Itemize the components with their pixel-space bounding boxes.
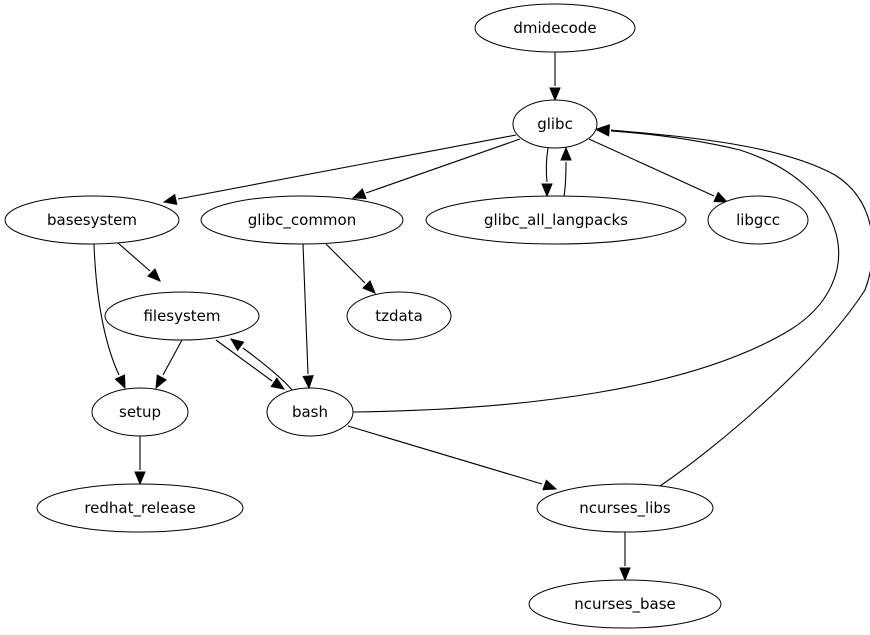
arrowhead-icon	[351, 188, 367, 199]
node-label: redhat_release	[84, 499, 195, 518]
node-label: glibc_common	[248, 211, 356, 230]
node-ncurses-libs[interactable]: ncurses_libs	[536, 483, 714, 533]
node-label: bash	[292, 403, 328, 421]
arrowhead-icon	[542, 479, 558, 491]
node-label: tzdata	[375, 307, 423, 325]
edges	[93, 52, 870, 582]
edge-setup-to-redhat-release	[134, 436, 146, 486]
node-ellipse	[536, 483, 714, 533]
arrowhead-icon	[595, 124, 610, 136]
arrowhead-icon	[114, 374, 126, 390]
node-glibc[interactable]: glibc	[512, 99, 598, 149]
arrowhead-icon	[549, 87, 561, 102]
edge-line	[177, 134, 517, 200]
node-label: glibc	[537, 115, 573, 133]
edge-filesystem-to-setup	[155, 339, 183, 390]
edge-line	[162, 339, 183, 376]
node-ellipse	[528, 579, 722, 629]
node-glibc-common[interactable]: glibc_common	[200, 195, 404, 245]
edge-line	[242, 347, 293, 391]
edge-bash-to-filesystem	[229, 338, 293, 391]
node-tzdata[interactable]: tzdata	[346, 291, 452, 341]
node-ellipse	[266, 387, 354, 437]
node-label: glibc_all_langpacks	[484, 211, 628, 230]
arrowhead-icon	[302, 375, 314, 390]
node-ellipse	[36, 483, 244, 533]
edge-glibc-common-to-tzdata	[325, 243, 376, 294]
node-redhat-release[interactable]: redhat_release	[36, 483, 244, 533]
edge-ncurses-libs-to-glibc	[595, 124, 870, 487]
node-filesystem[interactable]: filesystem	[104, 291, 260, 341]
arrowhead-icon	[162, 193, 178, 206]
edge-line	[93, 243, 120, 376]
arrowhead-icon	[229, 338, 245, 352]
edge-basesystem-to-filesystem	[117, 242, 161, 282]
edge-glibc-to-glibc-all-langpacks	[541, 147, 553, 198]
edge-basesystem-to-setup	[93, 243, 126, 390]
node-ellipse	[4, 195, 180, 245]
node-label: ncurses_base	[574, 595, 676, 614]
node-label: setup	[119, 403, 161, 421]
node-ellipse	[91, 387, 189, 437]
node-label: filesystem	[143, 307, 220, 325]
edge-ncurses-libs-to-ncurses-base	[619, 532, 631, 582]
edge-line	[325, 243, 366, 284]
node-label: libgcc	[736, 211, 780, 229]
edge-glibc-common-to-bash	[302, 243, 314, 390]
arrowhead-icon	[541, 183, 553, 198]
edge-glibc-to-libgcc	[588, 138, 729, 203]
node-ellipse	[425, 195, 687, 245]
arrowhead-icon	[155, 374, 167, 390]
edge-bash-to-glibc	[351, 125, 840, 413]
arrowhead-icon	[134, 471, 146, 486]
edge-line	[365, 138, 521, 194]
arrowhead-icon	[147, 268, 161, 282]
edge-line	[117, 242, 151, 272]
node-label: dmidecode	[513, 19, 596, 37]
edge-dmidecode-to-glibc	[549, 52, 561, 102]
edge-line	[545, 147, 549, 183]
edge-line	[588, 138, 715, 197]
edge-line	[347, 425, 543, 485]
node-ellipse	[346, 291, 452, 341]
edge-line	[610, 129, 870, 487]
edge-bash-to-ncurses-libs	[347, 425, 558, 491]
edge-glibc-to-basesystem	[162, 134, 517, 206]
node-glibc-all-langpacks[interactable]: glibc_all_langpacks	[425, 195, 687, 245]
edge-line	[351, 130, 840, 413]
node-label: ncurses_libs	[579, 499, 671, 518]
arrowhead-icon	[362, 280, 376, 294]
node-libgcc[interactable]: libgcc	[707, 195, 809, 245]
edge-line	[302, 243, 309, 375]
node-ellipse	[512, 99, 598, 149]
node-dmidecode[interactable]: dmidecode	[474, 3, 636, 53]
node-ellipse	[707, 195, 809, 245]
arrowhead-icon	[270, 377, 286, 390]
arrowhead-icon	[560, 146, 572, 161]
arrowhead-icon	[713, 191, 729, 203]
node-ellipse	[104, 291, 260, 341]
edge-glibc-all-langpacks-to-glibc	[560, 146, 572, 197]
arrowhead-icon	[619, 567, 631, 582]
node-setup[interactable]: setup	[91, 387, 189, 437]
edge-filesystem-to-bash	[215, 339, 286, 390]
nodes: dmidecode glibc basesystem glibc_common glib…	[4, 3, 809, 629]
node-ellipse	[474, 3, 636, 53]
node-label: basesystem	[47, 211, 137, 229]
node-ellipse	[200, 195, 404, 245]
node-basesystem[interactable]: basesystem	[4, 195, 180, 245]
node-ncurses-base[interactable]: ncurses_base	[528, 579, 722, 629]
edge-line	[563, 161, 567, 197]
edge-line	[215, 339, 273, 382]
node-bash[interactable]: bash	[266, 387, 354, 437]
edge-glibc-to-glibc-common	[351, 138, 521, 199]
